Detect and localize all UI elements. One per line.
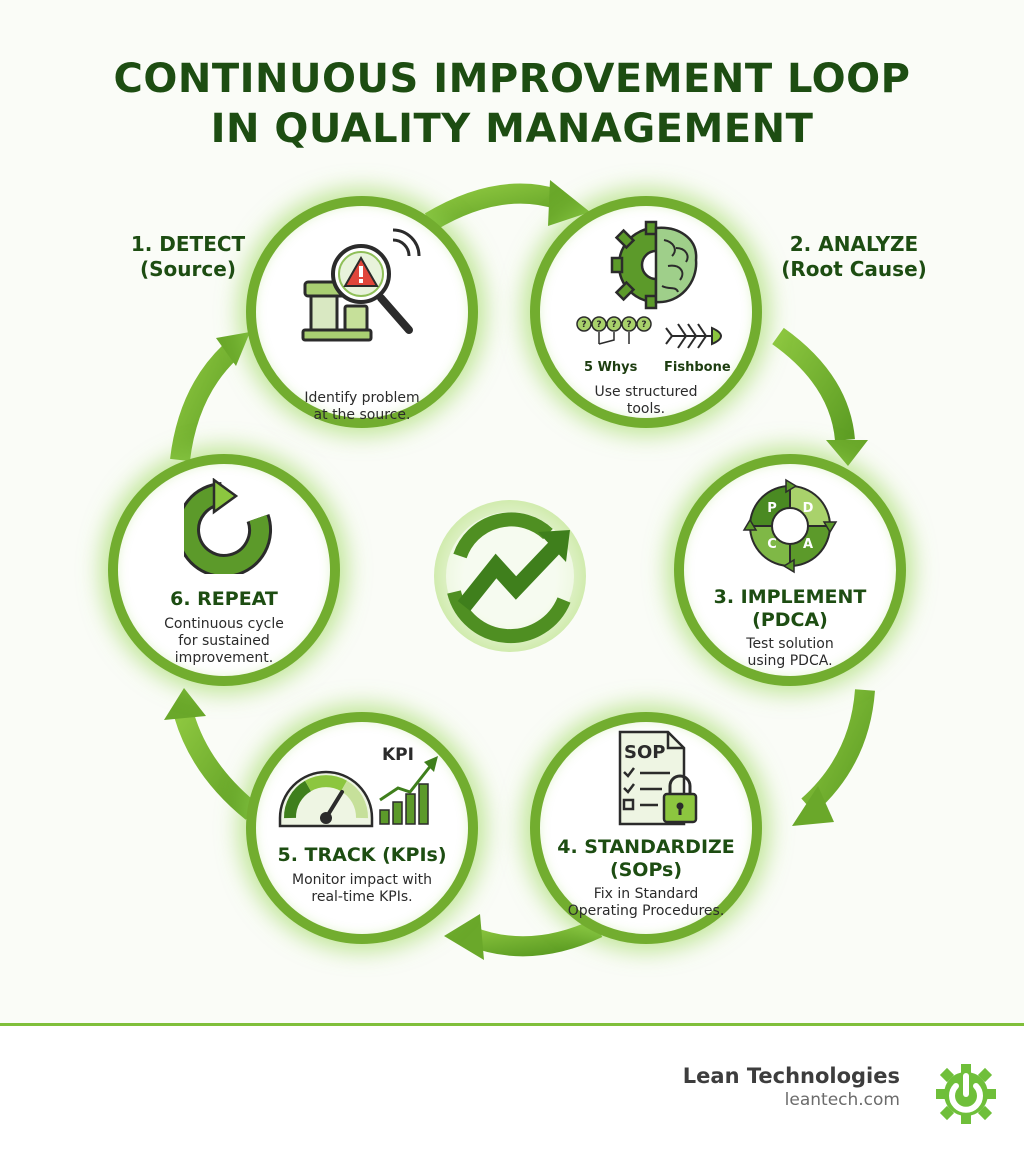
title-line-2: IN QUALITY MANAGEMENT [210, 106, 814, 152]
step-4-label: 4. STANDARDIZE (SOPs) [557, 836, 735, 881]
growth-arrow-icon [434, 500, 586, 652]
arrowhead-3 [792, 786, 834, 826]
center-growth-emblem [430, 496, 590, 656]
step-repeat[interactable]: 6. REPEAT Continuous cycle for sustained… [108, 454, 340, 686]
step-2-description: Use structured tools. [594, 384, 698, 417]
step-standardize[interactable]: SOP 4. STANDARDIZE (SOPs) Fix in Standar… [530, 712, 762, 944]
step-3-label: 3. IMPLEMENT (PDCA) [713, 586, 867, 631]
step-implement[interactable]: P D C A 3. IMPLEMENT (PDCA) Test solutio… [674, 454, 906, 686]
step-detect[interactable]: Identify problem at the source. [246, 196, 478, 428]
page-title: CONTINUOUS IMPROVEMENT LOOP IN QUALITY M… [0, 54, 1024, 154]
step-5-description: Monitor impact with real-time KPIs. [292, 872, 432, 905]
step-1-label: 1. DETECT (Source) [130, 232, 246, 281]
arrowhead-4 [444, 914, 484, 960]
pdca-a: A [803, 537, 813, 552]
step-6-label: 6. REPEAT [170, 588, 278, 610]
gauge-kpi-chart-icon: KPI [278, 745, 438, 828]
step-1-description: Identify problem at the source. [304, 390, 420, 423]
gear-power-icon [936, 1064, 996, 1124]
step-4-description: Fix in Standard Operating Procedures. [567, 886, 725, 919]
pdca-d: D [803, 501, 814, 516]
brand-url[interactable]: leantech.com [784, 1090, 900, 1110]
svg-text:?: ? [596, 320, 601, 330]
sop-doc-text: SOP [624, 742, 665, 763]
arrow-1-to-2 [424, 183, 564, 231]
pdca-p: P [767, 501, 777, 516]
five-whys-icon: ????? [576, 316, 652, 345]
kpi-text: KPI [382, 745, 414, 765]
tool-fishbone: Fishbone [664, 360, 731, 375]
arrowhead-6 [216, 332, 250, 366]
pdca-cycle-icon: P D C A [742, 478, 838, 574]
title-line-1: CONTINUOUS IMPROVEMENT LOOP [113, 56, 911, 102]
magnifier-alert-machine-icon [301, 228, 421, 342]
step-analyze[interactable]: ????? 5 Whys Fishbone Use structured too… [530, 196, 762, 428]
arrow-2-to-3 [772, 327, 855, 442]
gear-brain-icon [610, 220, 698, 310]
pdca-c: C [767, 537, 777, 552]
cycle-arrows [164, 180, 875, 960]
tool-5-whys: 5 Whys [584, 360, 638, 375]
footer-divider [0, 1023, 1024, 1026]
fishbone-icon [665, 323, 722, 349]
brand-name: Lean Technologies [682, 1064, 900, 1088]
arrow-5-to-6 [174, 712, 259, 820]
step-2-label: 2. ANALYZE (Root Cause) [781, 232, 927, 281]
arrowhead-2 [826, 440, 868, 466]
arrow-4-to-5 [466, 918, 603, 957]
svg-text:?: ? [611, 320, 616, 330]
step-track[interactable]: KPI 5. TRACK (KPIs) Monitor impact with … [246, 712, 478, 944]
arrowhead-1 [548, 180, 590, 226]
refresh-arrow-icon [184, 478, 272, 574]
arrow-6-to-1 [170, 344, 238, 462]
step-3-description: Test solution using PDCA. [746, 636, 834, 669]
step-5-label: 5. TRACK (KPIs) [277, 844, 447, 866]
svg-text:?: ? [641, 320, 646, 330]
step-6-description: Continuous cycle for sustained improveme… [164, 616, 284, 666]
svg-text:?: ? [581, 320, 586, 330]
footer [0, 1026, 1024, 1154]
sop-document-lock-icon: SOP [618, 730, 698, 826]
arrowhead-5 [164, 688, 206, 720]
svg-text:?: ? [626, 320, 631, 330]
